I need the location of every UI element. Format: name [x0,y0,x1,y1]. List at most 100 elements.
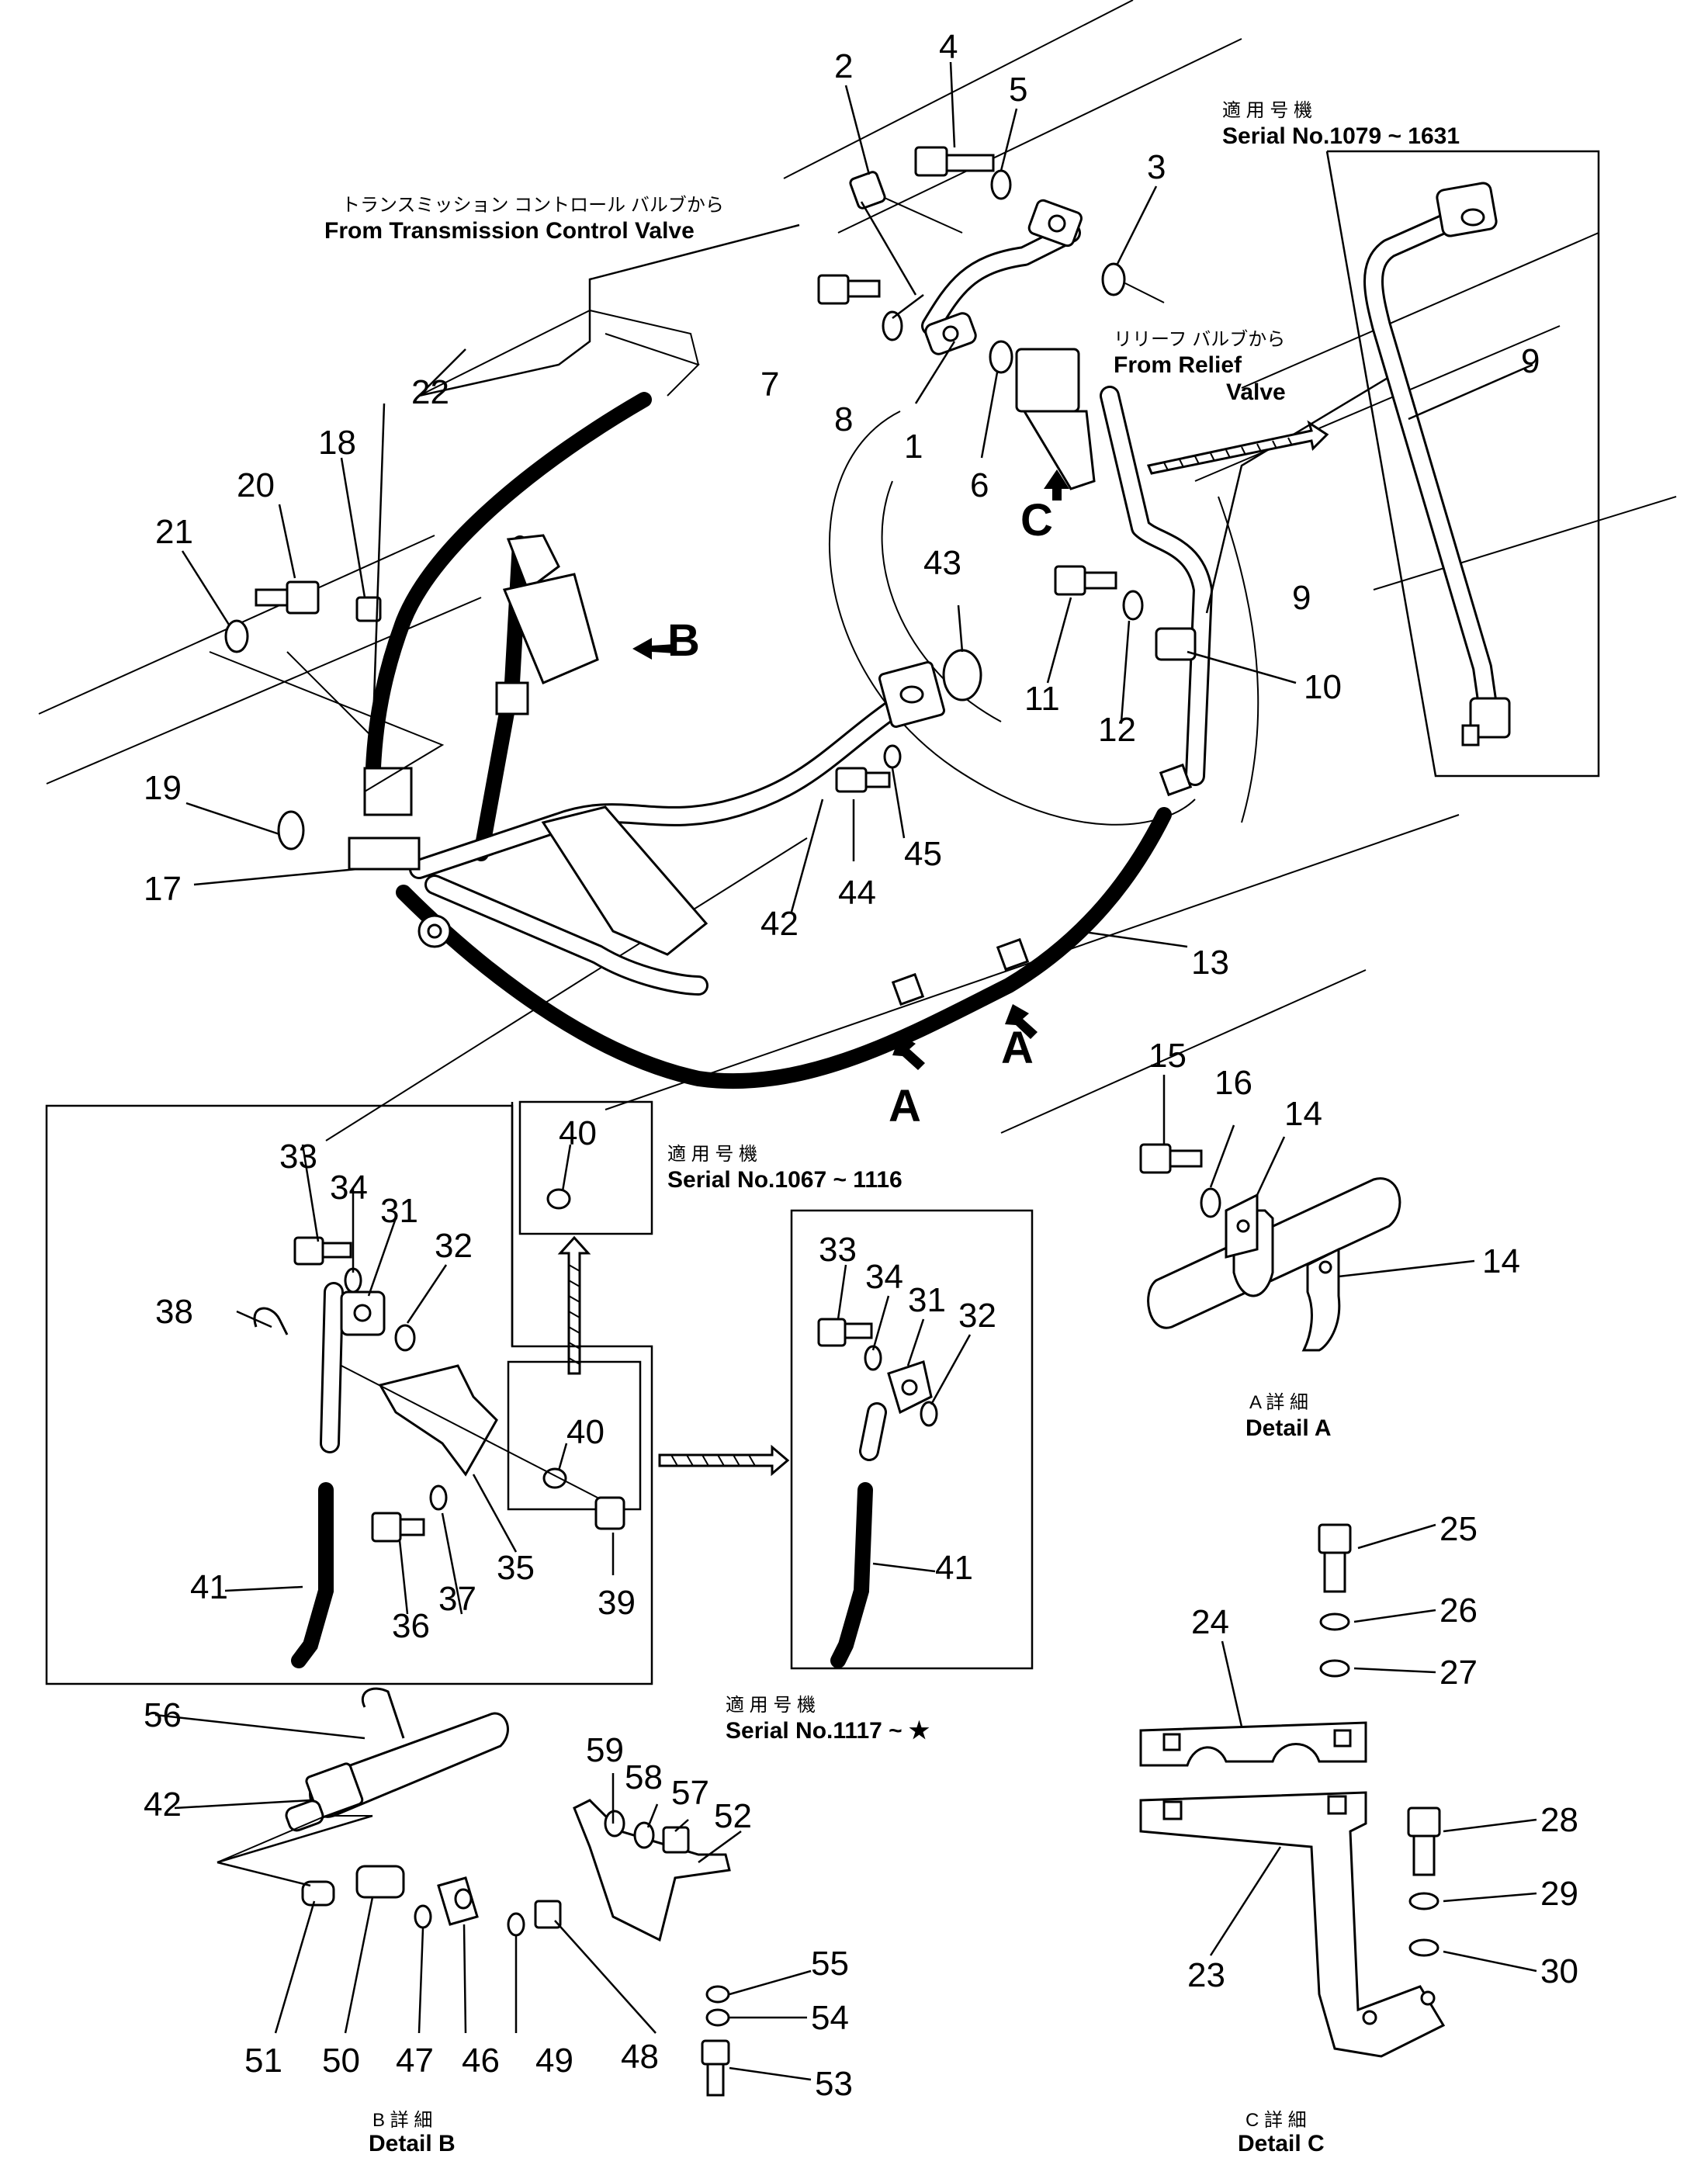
callout-43: 43 [923,544,961,582]
callout-59: 59 [586,1731,624,1769]
callout-30: 30 [1540,1952,1578,1990]
callout-28: 28 [1540,1801,1578,1839]
callout-numbers: 1 2 3 4 5 6 7 8 9 9 10 11 12 13 14 14 15… [144,28,1578,2103]
callout-52: 52 [714,1797,752,1835]
callout-21: 21 [155,513,193,551]
view-marker-c: C [1020,495,1053,546]
callout-23: 23 [1187,1956,1225,1994]
callout-1: 1 [904,428,923,466]
callout-41b: 41 [935,1549,973,1587]
detail-a-en: Detail A [1245,1415,1332,1441]
callout-37: 37 [438,1580,476,1618]
callout-16: 16 [1214,1064,1252,1102]
callout-14a: 14 [1284,1095,1322,1133]
callout-51: 51 [244,2042,282,2080]
view-letters: A A B C [667,495,1053,1131]
serial-1079-jp: 適 用 号 機 [1222,100,1312,121]
detail-c [1139,1523,1537,2058]
callout-58: 58 [625,1758,663,1796]
callout-45: 45 [904,835,942,873]
callout-47: 47 [396,2042,434,2080]
callout-42b: 42 [144,1786,182,1824]
callout-5: 5 [1009,71,1027,109]
callout-55: 55 [811,1945,849,1983]
annotations: トランスミッション コントロール バルブから From Transmission… [324,100,1460,2156]
callout-7: 7 [760,365,779,404]
callout-13: 13 [1191,944,1229,982]
serial-1117-jp: 適 用 号 機 [726,1695,816,1716]
callout-24: 24 [1191,1603,1229,1641]
tube-9 [1100,386,1213,786]
callout-32b: 32 [958,1297,996,1335]
callout-31b: 31 [908,1281,946,1319]
serial-1079-en: Serial No.1079 ~ 1631 [1222,123,1460,149]
callout-50: 50 [322,2042,360,2080]
callout-8: 8 [834,400,853,438]
serial-1067-en: Serial No.1067 ~ 1116 [667,1167,903,1193]
detail-a [1139,1075,1475,1352]
main-hardware [224,146,1165,850]
from-relief-en1: From Relief [1114,352,1242,378]
from-relief-en2: Valve [1226,379,1286,405]
detail-b-jp: B 詳 細 [372,2110,432,2131]
hose-22 [365,392,652,807]
callout-18: 18 [318,424,356,462]
callout-32a: 32 [435,1227,473,1265]
main-fittings [348,199,1197,1006]
callout-9a: 9 [1292,579,1311,617]
from-tcv-jp: トランスミッション コントロール バルブから [341,195,724,216]
callout-46: 46 [462,2042,500,2080]
serial-1067-jp: 適 用 号 機 [667,1144,757,1165]
detail-b-box [45,1100,653,1685]
detail-c-en: Detail C [1238,2131,1325,2154]
callout-25: 25 [1440,1510,1478,1548]
callout-27: 27 [1440,1654,1478,1692]
leader-lines-main [181,61,1398,948]
callout-41a: 41 [190,1568,228,1606]
callout-6: 6 [970,466,989,504]
callout-38: 38 [155,1293,193,1331]
callout-40b: 40 [566,1413,605,1451]
callout-44: 44 [838,874,876,912]
callout-22: 22 [411,373,449,411]
callout-40a: 40 [559,1114,597,1152]
callout-33b: 33 [819,1231,857,1269]
detail-b-assembly [154,1687,812,2097]
view-marker-a2: A [1001,1023,1034,1073]
callout-56: 56 [144,1696,182,1734]
callout-10: 10 [1304,668,1342,706]
callout-12: 12 [1098,711,1136,749]
callout-4: 4 [939,28,958,66]
callout-35: 35 [497,1549,535,1587]
callout-34b: 34 [865,1258,903,1296]
callout-54: 54 [811,1999,849,2037]
callout-48: 48 [621,2038,659,2076]
detail-c-jp: C 詳 細 [1245,2110,1307,2131]
callout-36: 36 [392,1607,430,1645]
callout-57: 57 [671,1774,709,1812]
callout-19: 19 [144,769,182,807]
callout-39: 39 [598,1584,636,1622]
callout-31a: 31 [380,1192,418,1230]
callout-29: 29 [1540,1875,1578,1913]
inset-serial-1079 [1325,150,1600,778]
callout-20: 20 [237,466,275,504]
callout-49: 49 [535,2042,573,2080]
callout-42a: 42 [760,905,799,943]
callout-53: 53 [815,2065,853,2103]
from-relief-jp: リリーフ バルブから [1114,329,1285,350]
callout-33a: 33 [279,1138,317,1176]
callout-26: 26 [1440,1592,1478,1630]
hose-13 [396,807,1172,1089]
callout-3: 3 [1147,148,1166,186]
tube-1 [921,223,1081,336]
view-marker-b: B [667,615,700,666]
callout-14b: 14 [1482,1242,1520,1280]
detail-b-en: Detail B [369,2131,456,2154]
frame-outline [38,0,1677,1141]
view-arrows [632,469,1069,1070]
callout-34a: 34 [330,1169,368,1207]
from-tcv-en: From Transmission Control Valve [324,218,695,244]
